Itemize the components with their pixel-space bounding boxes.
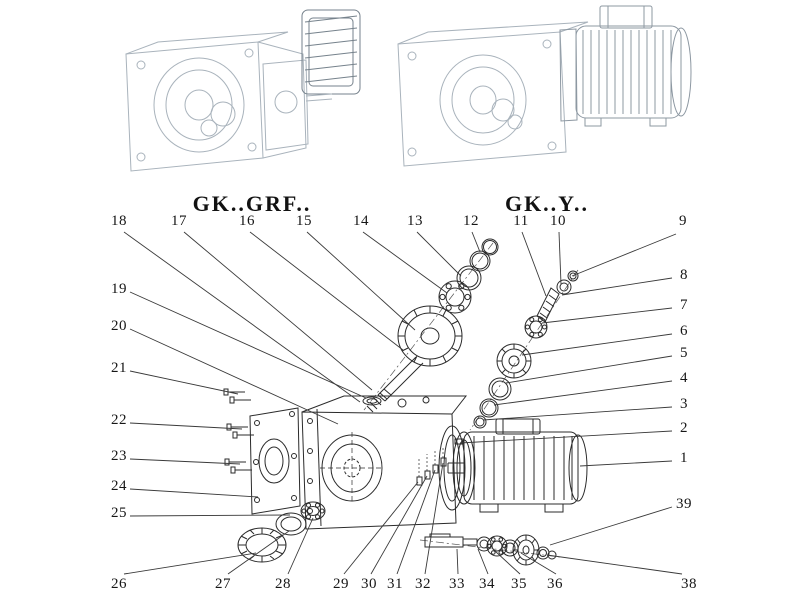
pinion-shaft-stack [473,270,579,429]
mounting-studs [416,438,464,486]
gear-housing [301,395,468,530]
part-number-18: 18 [111,213,127,229]
input-flange-cap [301,9,361,95]
part-number-8: 8 [680,267,688,283]
part-number-39: 39 [676,496,692,512]
leader-lines [123,231,683,575]
part-number-9: 9 [679,213,687,229]
part-number-7: 7 [680,297,688,313]
part-number-6: 6 [680,323,688,339]
part-number-27: 27 [215,576,231,592]
part-number-30: 30 [361,576,377,592]
part-number-26: 26 [111,576,127,592]
part-number-15: 15 [296,213,312,229]
part-number-21: 21 [111,360,127,376]
part-number-29: 29 [333,576,349,592]
part-number-34: 34 [479,576,495,592]
part-number-25: 25 [111,505,127,521]
motor-sketch [559,5,692,127]
model-title-grf: GK..GRF.. [192,191,312,216]
bevel-gear-shaft [366,305,463,413]
part-number-19: 19 [111,281,127,297]
part-number-32: 32 [415,576,431,592]
part-number-12: 12 [463,213,479,229]
part-number-24: 24 [111,478,127,494]
part-number-16: 16 [239,213,255,229]
part-number-28: 28 [275,576,291,592]
part-number-33: 33 [449,576,465,592]
part-number-17: 17 [171,213,187,229]
part-number-31: 31 [387,576,403,592]
part-number-14: 14 [353,213,369,229]
part-number-4: 4 [680,370,688,386]
part-number-1: 1 [680,450,688,466]
part-number-5: 5 [680,345,688,361]
exploded-view-drawing [223,238,588,566]
ring-gear-and-bearing [237,501,326,563]
gearbox-y-drawing [397,5,692,167]
part-number-13: 13 [407,213,423,229]
cover-bolts [223,388,254,474]
part-number-35: 35 [511,576,527,592]
part-number-36: 36 [547,576,563,592]
part-number-23: 23 [111,448,127,464]
part-number-3: 3 [680,396,688,412]
part-number-2: 2 [680,420,688,436]
part-number-20: 20 [111,318,127,334]
model-title-y: GK..Y.. [504,191,590,216]
output-shaft-assembly [424,533,557,566]
input-bearing-stack [438,238,499,314]
electric-motor [447,418,588,513]
cover-plate [249,407,301,515]
part-number-22: 22 [111,412,127,428]
gearbox-grf-drawing [125,9,361,172]
part-number-38: 38 [681,576,697,592]
part-number-10: 10 [550,213,566,229]
part-number-11: 11 [513,213,529,229]
